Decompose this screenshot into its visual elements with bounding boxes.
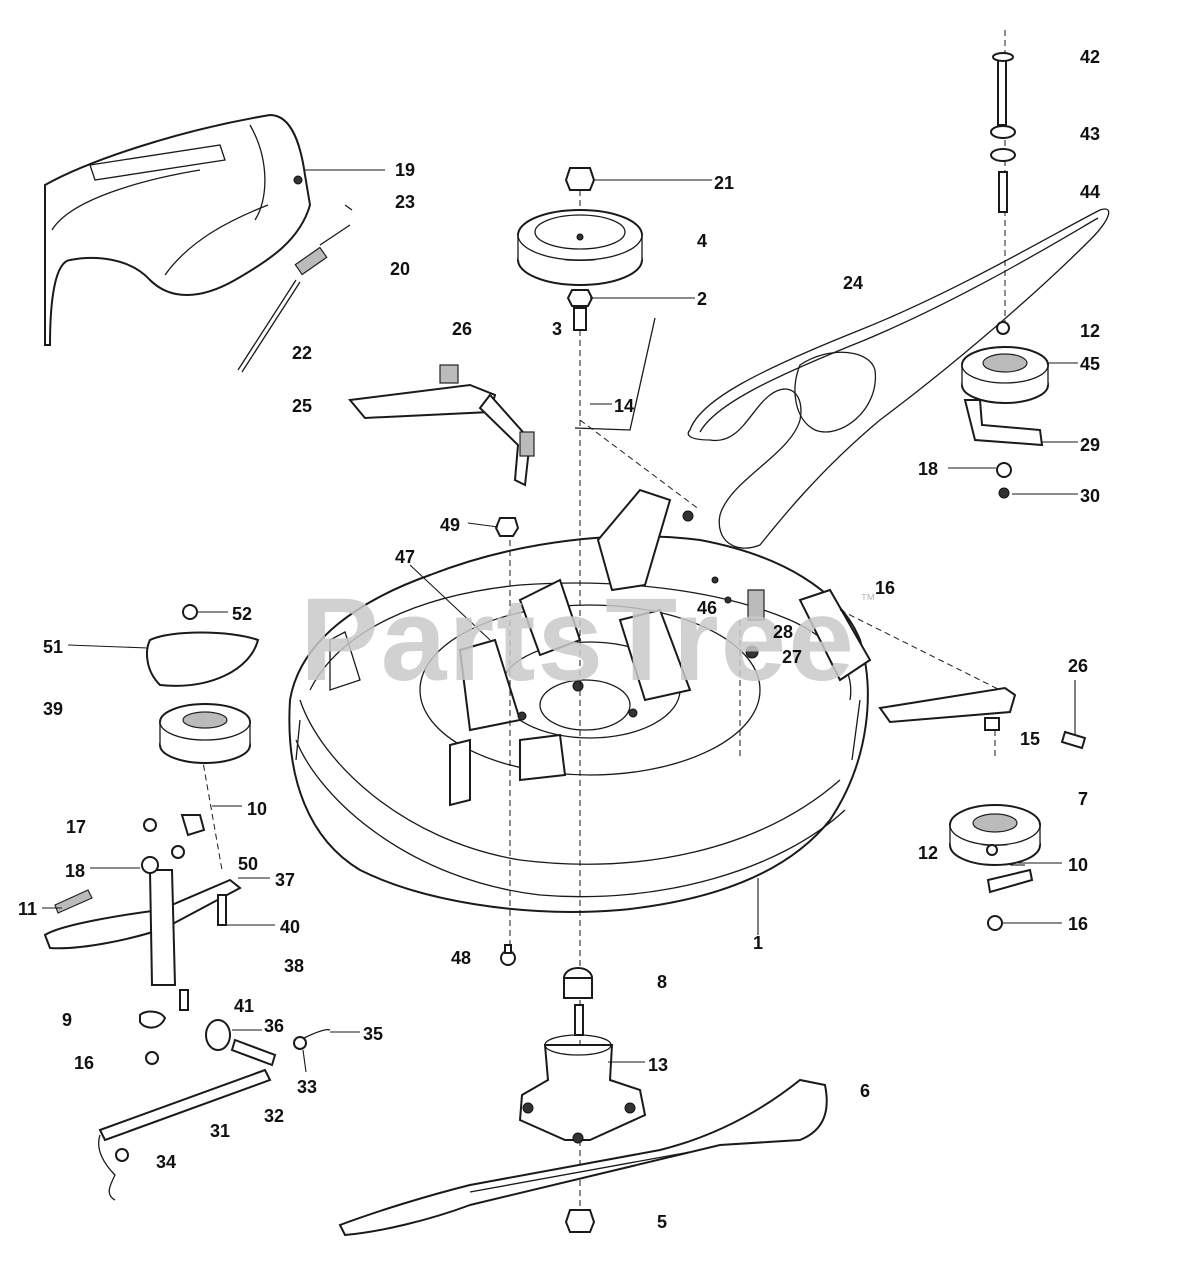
callout-46: 46 xyxy=(697,598,718,618)
callout-18-right: 18 xyxy=(918,459,939,479)
callout-19: 19 xyxy=(395,160,416,180)
callout-45: 45 xyxy=(1080,354,1101,374)
leader-lines xyxy=(42,169,1078,1073)
callout-42: 42 xyxy=(1080,47,1101,67)
callout-32: 32 xyxy=(264,1106,285,1126)
callout-12-bottom: 12 xyxy=(918,843,939,863)
callout-49: 49 xyxy=(440,515,461,535)
callout-39: 39 xyxy=(43,699,64,719)
callout-25: 25 xyxy=(292,396,313,416)
idler-pulley-lower-right xyxy=(878,686,1087,931)
callout-14: 14 xyxy=(614,396,635,416)
callout-11: 11 xyxy=(18,899,38,919)
callout-13: 13 xyxy=(648,1055,669,1075)
drive-belt xyxy=(687,208,1110,549)
callout-23: 23 xyxy=(395,192,416,212)
callout-35: 35 xyxy=(363,1024,384,1044)
callout-16-top: 16 xyxy=(875,578,896,598)
callout-6: 6 xyxy=(860,1081,871,1101)
callout-15: 15 xyxy=(1020,729,1041,749)
callout-8: 8 xyxy=(657,972,668,992)
callout-37: 37 xyxy=(275,870,296,890)
lever-linkage xyxy=(98,1019,331,1201)
mower-blade xyxy=(338,1078,828,1237)
tension-bracket xyxy=(43,818,242,1065)
callout-12-top: 12 xyxy=(1080,321,1101,341)
callout-50: 50 xyxy=(238,854,259,874)
callout-29: 29 xyxy=(1080,435,1101,455)
callout-40: 40 xyxy=(280,917,301,937)
callout-43: 43 xyxy=(1080,124,1101,144)
callout-31: 31 xyxy=(210,1121,231,1141)
idler-arm-upper xyxy=(348,307,656,487)
callout-10-left: 10 xyxy=(247,799,268,819)
callout-38: 38 xyxy=(284,956,305,976)
callout-34: 34 xyxy=(156,1152,177,1172)
callout-27: 27 xyxy=(782,647,803,667)
callout-51: 51 xyxy=(43,637,64,657)
watermark: PartsTree xyxy=(300,574,856,706)
callout-52: 52 xyxy=(232,604,253,624)
deck-fasteners xyxy=(494,517,520,966)
idler-pulley-right xyxy=(961,52,1049,499)
mower-deck xyxy=(288,488,872,913)
callout-28: 28 xyxy=(773,622,794,642)
callout-1: 1 xyxy=(753,933,764,953)
belt-cover xyxy=(44,113,312,346)
callout-21: 21 xyxy=(714,173,735,193)
callout-26-right: 26 xyxy=(1068,656,1089,676)
callout-9: 9 xyxy=(62,1010,73,1030)
callout-24: 24 xyxy=(843,273,864,293)
drive-pulley xyxy=(517,167,643,307)
spindle-assembly xyxy=(518,967,647,1144)
callout-44: 44 xyxy=(1080,182,1101,202)
callout-26-top: 26 xyxy=(452,319,473,339)
callout-16-right: 16 xyxy=(1068,914,1089,934)
callout-17: 17 xyxy=(66,817,87,837)
callout-41: 41 xyxy=(234,996,255,1016)
callout-7: 7 xyxy=(1078,789,1089,809)
callout-3: 3 xyxy=(552,319,563,339)
callout-10-right: 10 xyxy=(1068,855,1089,875)
callout-47: 47 xyxy=(395,547,416,567)
callout-30: 30 xyxy=(1080,486,1101,506)
callout-36: 36 xyxy=(264,1016,285,1036)
callout-22: 22 xyxy=(292,343,313,363)
idler-pulley-left xyxy=(146,604,260,837)
callout-2: 2 xyxy=(697,289,708,309)
spring-and-rod xyxy=(237,204,353,373)
callout-48: 48 xyxy=(451,948,472,968)
callout-33: 33 xyxy=(297,1077,318,1097)
callout-5: 5 xyxy=(657,1212,668,1232)
callout-4: 4 xyxy=(697,231,708,251)
callout-18-left: 18 xyxy=(65,861,86,881)
callout-16-left: 16 xyxy=(74,1053,95,1073)
trademark-symbol: ™ xyxy=(860,592,876,609)
callout-20: 20 xyxy=(390,259,411,279)
